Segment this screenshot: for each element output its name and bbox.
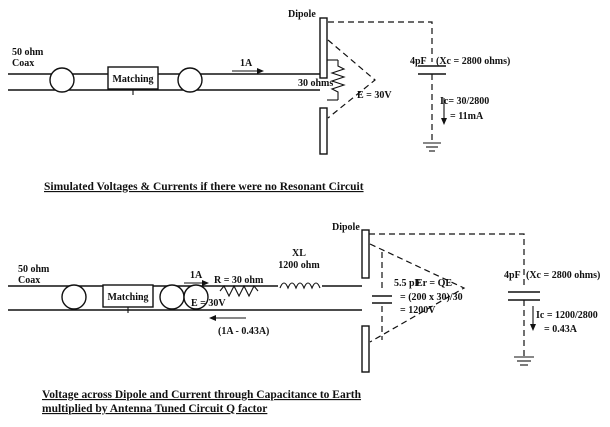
bottom-ferrite-ring-1 [61, 284, 87, 310]
bottom-inductor-symbol [279, 282, 321, 290]
bottom-return-current-arrowhead [209, 315, 216, 321]
bottom-capacitance-path [369, 233, 525, 288]
bottom-resistance-label: R = 30 ohm [214, 275, 264, 286]
top-reactance-label: (Xc = 2800 ohms) [436, 56, 510, 67]
top-dipole-upper-element [319, 17, 328, 79]
top-dipole-label: Dipole [288, 9, 316, 20]
bottom-dipole-upper-element [361, 229, 370, 279]
top-ic-label-2: = 11mA [450, 111, 484, 122]
top-caption: Simulated Voltages & Currents if there w… [44, 181, 364, 193]
bottom-current-label: 1A [190, 270, 203, 281]
bottom-er-label-1: Er = QE [416, 278, 452, 289]
top-ic-arrowhead [441, 118, 447, 125]
top-current-label: 1A [240, 58, 253, 69]
bottom-current-arrowhead [202, 280, 209, 286]
bottom-inductor-label-1: XL [292, 248, 306, 259]
top-current-arrowhead [257, 68, 264, 74]
top-ferrite-ring-1 [49, 67, 75, 93]
bottom-matching-label: Matching [107, 292, 148, 303]
top-dipole-lower-element [319, 107, 328, 155]
top-circuit: Matching 50 ohm Coax 1A 30 ohms Dipole E… [8, 9, 510, 155]
bottom-voltage-bracket [369, 243, 466, 343]
bottom-ic-arrowhead [530, 324, 536, 331]
bottom-voltage-label: E = 30V [191, 298, 226, 309]
bottom-caption-line-1: Voltage across Dipole and Current throug… [42, 389, 362, 401]
bottom-dipole-lower-element [361, 325, 370, 373]
bottom-inductor-label-2: 1200 ohm [278, 260, 320, 271]
bottom-reactance-label: (Xc = 2800 ohms) [526, 270, 600, 281]
top-coax-label-1: 50 ohm [12, 47, 44, 58]
bottom-er-label-3: = 1200V [400, 305, 436, 316]
top-voltage-label: E = 30V [357, 90, 392, 101]
bottom-coax-label-2: Coax [18, 275, 40, 286]
bottom-resistor-symbol [219, 284, 259, 298]
bottom-ic-label-2: = 0.43A [544, 324, 578, 335]
bottom-coax-label-1: 50 ohm [18, 264, 50, 275]
top-capacitance-path [328, 21, 433, 62]
top-matching-label: Matching [112, 74, 153, 85]
bottom-capacitor-label: 4pF [504, 270, 521, 281]
bottom-ferrite-ring-2 [159, 284, 185, 310]
top-ic-label-1: Ic= 30/2800 [440, 96, 489, 107]
bottom-tune-cap-label: 5.5 pF [394, 278, 421, 289]
bottom-return-current-label: (1A - 0.43A) [218, 326, 269, 337]
top-capacitor-label: 4pF [410, 56, 427, 67]
bottom-ic-label-1: Ic = 1200/2800 [536, 310, 598, 321]
bottom-caption-line-2: multiplied by Antenna Tuned Circuit Q fa… [42, 403, 267, 415]
top-resistor-symbol [330, 60, 346, 100]
bottom-inductor-gap [278, 280, 322, 288]
bottom-er-label-2: = (200 x 30)/30 [400, 292, 463, 303]
bottom-ferrite-ring-3 [183, 284, 209, 310]
top-resistance-label: 30 ohms [298, 78, 333, 89]
top-voltage-bracket [327, 39, 376, 119]
bottom-circuit: Matching 50 ohm Coax 1A E = 30V R = 30 o… [8, 222, 600, 373]
top-coax-label-2: Coax [12, 58, 34, 69]
top-ferrite-ring-2 [177, 67, 203, 93]
bottom-dipole-label: Dipole [332, 222, 360, 233]
